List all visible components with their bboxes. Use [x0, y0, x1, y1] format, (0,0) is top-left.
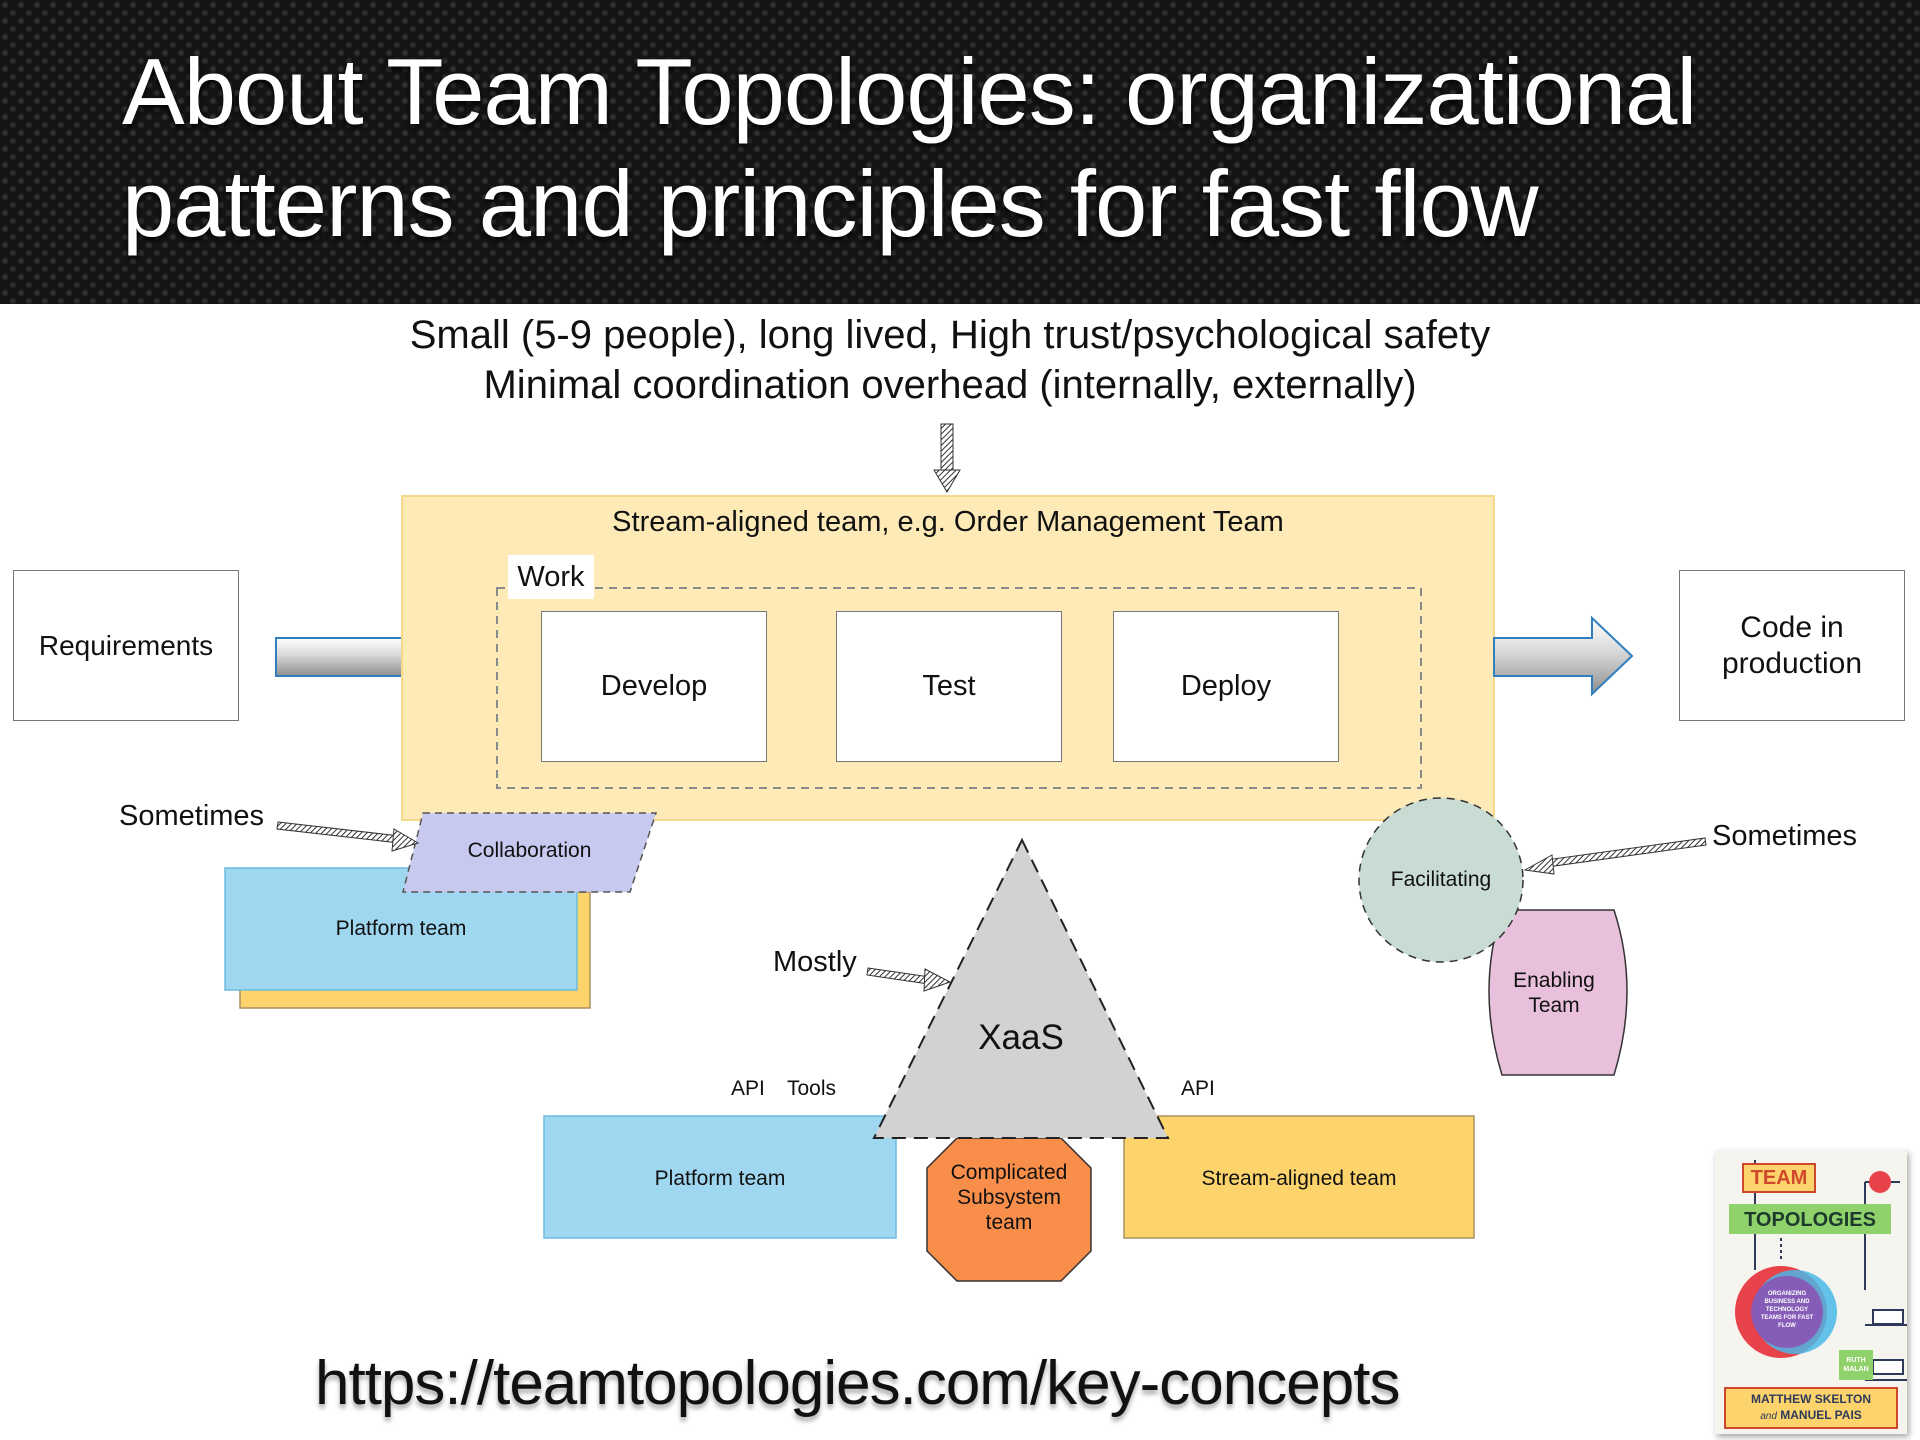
book-author-1: MATTHEW SKELTON	[1751, 1392, 1871, 1406]
book-author-join: and	[1760, 1411, 1777, 1422]
bottom-platform-team-label: Platform team	[654, 1167, 786, 1190]
api-left-label: API	[731, 1077, 765, 1100]
tools-label: Tools	[787, 1077, 837, 1100]
work-label: Work	[508, 555, 594, 599]
output-flow-arrow-icon	[1493, 615, 1634, 697]
footer-url: https://teamtopologies.com/key-concepts	[315, 1349, 1400, 1418]
step-test: Test	[836, 611, 1062, 762]
book-title-top: TEAM	[1750, 1167, 1808, 1189]
facilitating-circle	[1358, 797, 1524, 963]
step-test-label: Test	[922, 670, 976, 702]
step-develop: Develop	[541, 611, 767, 762]
subtitle-line-1: Small (5-9 people), long lived, High tru…	[409, 313, 1491, 357]
slide-title-line-2: patterns and principles for fast flow	[122, 151, 1539, 256]
down-arrow-icon	[933, 423, 961, 493]
work-dashed-region	[496, 587, 1422, 789]
bottom-platform-team-card	[543, 1115, 897, 1239]
complicated-subsystem-label: Complicated Subsystem team	[950, 1161, 1068, 1234]
enabling-team-label: Enabling Team	[1513, 969, 1595, 1017]
requirements-label: Requirements	[38, 629, 214, 661]
slide-title: About Team Topologies: organizational pa…	[122, 36, 1822, 260]
input-flow-arrow-icon	[275, 637, 405, 677]
code-in-production-label: Code in production	[1721, 610, 1863, 680]
subtitle-line-2: Minimal coordination overhead (internall…	[483, 363, 1417, 407]
platform-team-left-label: Platform team	[335, 917, 467, 940]
title-banner: About Team Topologies: organizational pa…	[0, 0, 1920, 304]
book-cover: TEAM TOPOLOGIES ORGANIZING BUSINESS AND …	[1715, 1150, 1907, 1434]
slide-title-line-1: About Team Topologies: organizational	[122, 39, 1697, 144]
step-deploy: Deploy	[1113, 611, 1339, 762]
collaboration-parallelogram	[402, 812, 658, 893]
enabling-team-shape	[1488, 909, 1628, 1076]
collaboration-label: Collaboration	[467, 839, 592, 862]
sometimes-right-label: Sometimes	[1712, 820, 1858, 852]
sometimes-left-label: Sometimes	[119, 800, 265, 832]
stream-aligned-team-label: Stream-aligned team, e.g. Order Manageme…	[612, 506, 1284, 538]
book-author-2: MANUEL PAIS	[1780, 1408, 1862, 1422]
book-title-bottom: TOPOLOGIES	[1744, 1209, 1876, 1231]
sometimes-left-arrow-icon	[276, 821, 420, 852]
book-tagline: ORGANIZING BUSINESS AND TECHNOLOGY TEAMS…	[1760, 1291, 1814, 1329]
bottom-stream-aligned-team-card	[1123, 1115, 1475, 1239]
book-author-line-2: and MANUEL PAIS	[1725, 1408, 1897, 1422]
requirements-box: Requirements	[13, 570, 239, 721]
xaas-label: XaaS	[978, 1018, 1064, 1057]
mostly-label: Mostly	[773, 946, 857, 978]
step-deploy-label: Deploy	[1180, 670, 1272, 702]
complicated-subsystem-octagon	[926, 1137, 1092, 1282]
facilitating-label: Facilitating	[1390, 868, 1492, 891]
api-right-label: API	[1181, 1077, 1215, 1100]
xaas-triangle	[872, 837, 1170, 1139]
mostly-arrow-icon	[866, 967, 952, 992]
book-foreword: RUTH MALAN	[1843, 1357, 1869, 1373]
book-cover-art	[1724, 1160, 1907, 1429]
step-develop-label: Develop	[600, 670, 708, 702]
sometimes-right-arrow-icon	[1523, 837, 1707, 875]
bottom-stream-aligned-team-label: Stream-aligned team	[1201, 1167, 1397, 1190]
code-in-production-box: Code in production	[1679, 570, 1905, 721]
